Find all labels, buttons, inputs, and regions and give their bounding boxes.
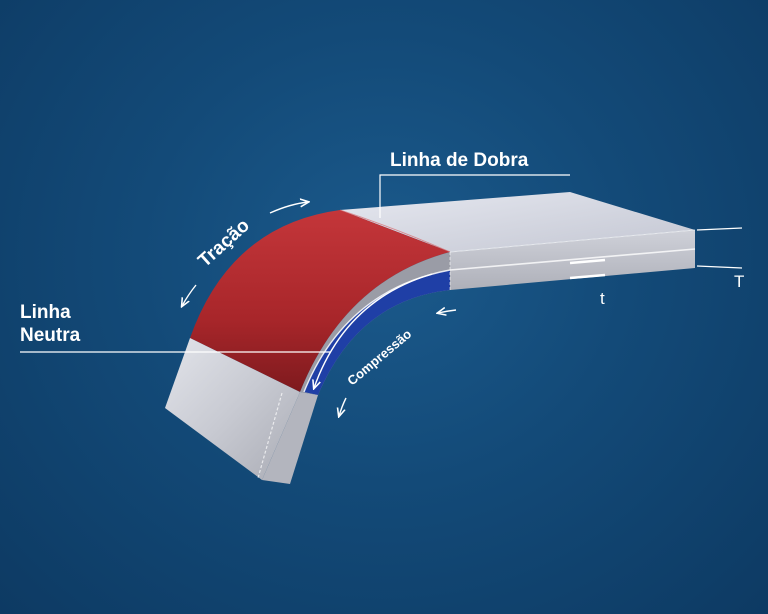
tension-zone-edge <box>339 209 451 253</box>
tension-zone <box>190 210 450 392</box>
leg-face <box>165 338 300 480</box>
thickness-mark-top <box>696 227 743 231</box>
bend-line-label: Linha de Dobra <box>390 150 529 171</box>
compression-arrow-inner <box>314 273 433 388</box>
compression-arrow-bottom <box>339 397 347 416</box>
tension-arrow-bottom <box>182 284 197 306</box>
bend-line-leader <box>379 174 570 218</box>
sheet-edge-divider <box>449 248 696 271</box>
tension-arrow-top <box>269 202 308 214</box>
sheet-top-surface <box>340 192 695 252</box>
compression-arrow-top <box>438 310 457 313</box>
inner-thickness-mark-bottom <box>569 273 606 280</box>
neutral-line-label-1: Linha <box>20 302 71 323</box>
thickness-mark-bottom <box>696 265 743 269</box>
neutral-line-label-2: Neutra <box>20 325 81 346</box>
leg-edge <box>262 392 318 484</box>
sheet-top-edge <box>449 229 696 253</box>
outer-thickness-label: T <box>734 272 744 291</box>
inner-thickness-label: t <box>600 289 605 308</box>
inner-thickness-mark-top <box>569 258 606 265</box>
